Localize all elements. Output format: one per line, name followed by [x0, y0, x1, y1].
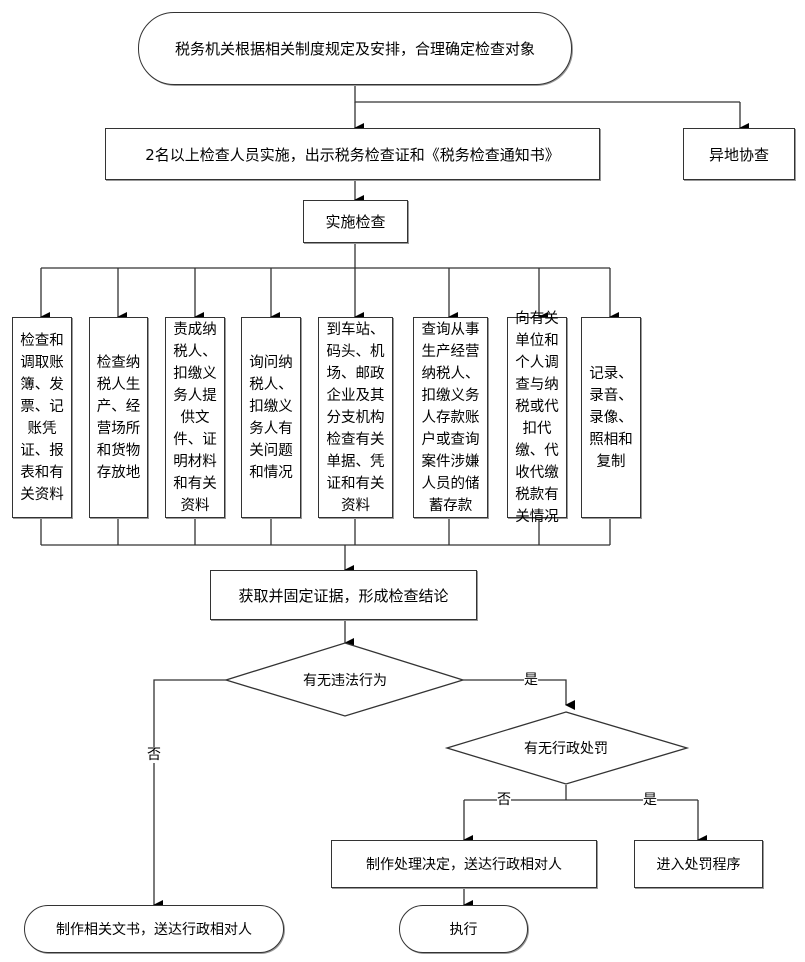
action-box: 记录、录音、录像、照相和复制 [581, 317, 641, 518]
yes-label: 是 [524, 672, 538, 688]
decision-penalty-label: 有无行政处罚 [524, 741, 608, 757]
handling-decision-step: 制作处理决定，送达行政相对人 [331, 840, 597, 888]
action-box: 责成纳税人、扣缴义务人提供文件、证明材料和有关资料 [165, 317, 225, 518]
decision-violation-diamond [223, 642, 466, 717]
remote-assist-step: 异地协查 [683, 128, 795, 180]
implement-step: 实施检查 [303, 200, 408, 243]
action-box: 向有关单位和个人调查与纳税或代扣代缴、代收代缴税款有关情况 [507, 311, 567, 525]
no-label: 否 [147, 747, 161, 763]
inspectors-step: 2名以上检查人员实施，出示税务检查证和《税务检查通知书》 [105, 128, 600, 180]
action-box: 询问纳税人、扣缴义务人有关问题和情况 [241, 317, 301, 518]
action-box: 查询从事生产经营纳税人、扣缴义务人存款账户或查询案件涉嫌人员的储蓄存款 [413, 317, 488, 518]
start-terminal: 税务机关根据相关制度规定及安排，合理确定检查对象 [138, 12, 572, 85]
no-label: 否 [497, 792, 511, 808]
decision-violation-label: 有无违法行为 [303, 673, 387, 689]
action-box: 检查和调取账簿、发票、记账凭证、报表和有关资料 [12, 317, 72, 518]
evidence-step: 获取并固定证据，形成检查结论 [210, 570, 477, 620]
execute-terminal: 执行 [399, 905, 528, 953]
yes-label: 是 [643, 792, 657, 808]
decision-penalty-diamond [444, 711, 690, 785]
make-documents-terminal: 制作相关文书，送达行政相对人 [24, 905, 284, 953]
action-box: 到车站、码头、机场、邮政企业及其分支机构检查有关单据、凭证和有关资料 [318, 317, 393, 518]
action-box: 检查纳税人生产、经营场所和货物存放地 [89, 317, 148, 518]
penalty-procedure-step: 进入处罚程序 [634, 840, 763, 888]
